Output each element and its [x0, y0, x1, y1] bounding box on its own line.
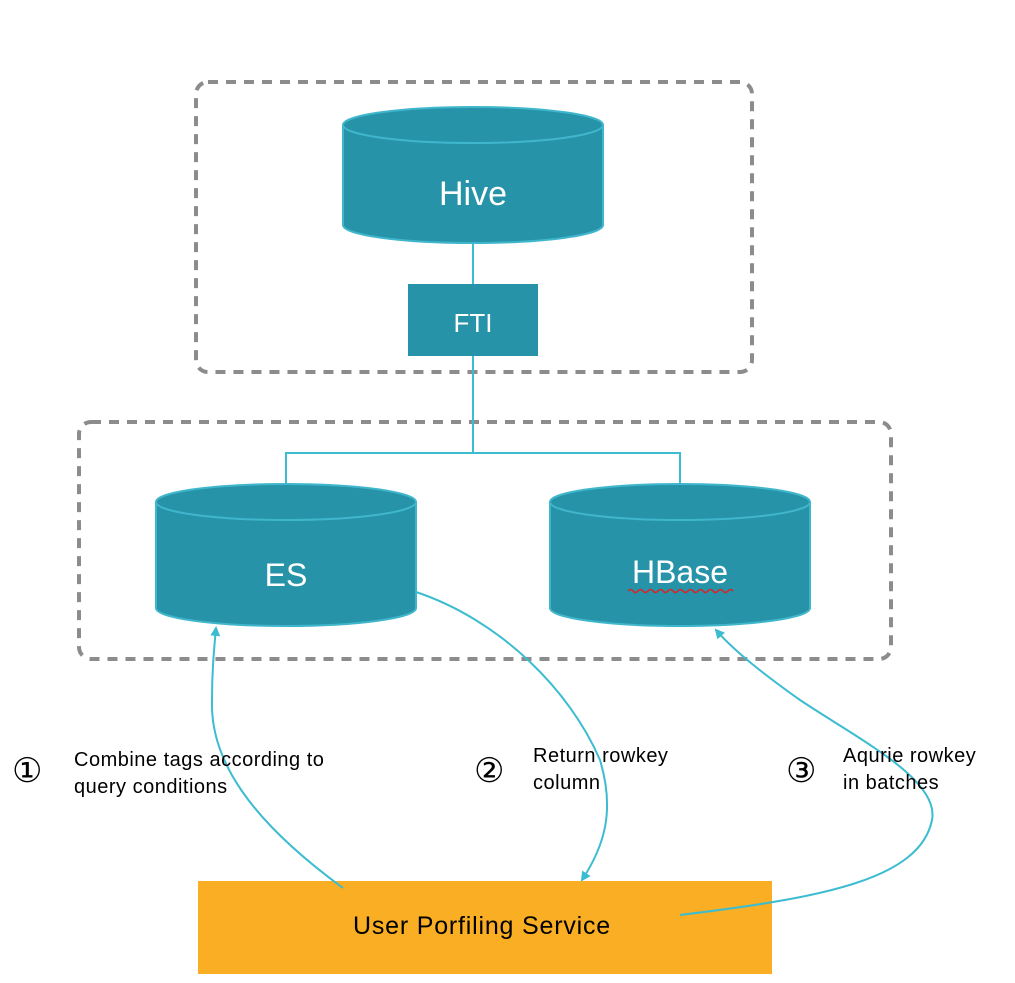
step2-flow-arrow: [415, 591, 609, 882]
step2-number: ②: [474, 751, 504, 791]
hive-cylinder: Hive: [342, 106, 604, 244]
hive-label: Hive: [439, 175, 507, 213]
es-label: ES: [265, 557, 308, 593]
fti-label: FTI: [454, 308, 493, 338]
hbase-label: HBase: [632, 554, 728, 590]
fti-box: FTI: [408, 284, 538, 356]
step2-annotation: ② Return rowkey column: [474, 745, 668, 794]
step1-number: ①: [12, 751, 42, 791]
step3-text-line1: Aqurie rowkey: [843, 745, 976, 767]
step1-flow-arrow: [210, 626, 344, 889]
spellcheck-underline: [627, 588, 734, 594]
es-cylinder: ES: [155, 483, 417, 627]
step1-annotation: ① Combine tags according to query condit…: [12, 749, 324, 798]
hbase-cylinder: HBase: [549, 483, 811, 627]
step3-number: ③: [786, 751, 816, 791]
step3-annotation: ③ Aqurie rowkey in batches: [786, 745, 976, 794]
user-service-box: User Porfiling Service: [198, 881, 772, 974]
step2-text-line2: column: [533, 772, 600, 794]
step1-text-line2: query conditions: [74, 776, 228, 798]
step3-flow-arrow: [679, 628, 934, 916]
service-label: User Porfiling Service: [353, 912, 611, 940]
step2-text-line1: Return rowkey: [533, 745, 668, 767]
step3-text-line2: in batches: [843, 772, 939, 794]
storage-group-box: [77, 420, 893, 661]
step1-text-line1: Combine tags according to: [74, 749, 324, 771]
